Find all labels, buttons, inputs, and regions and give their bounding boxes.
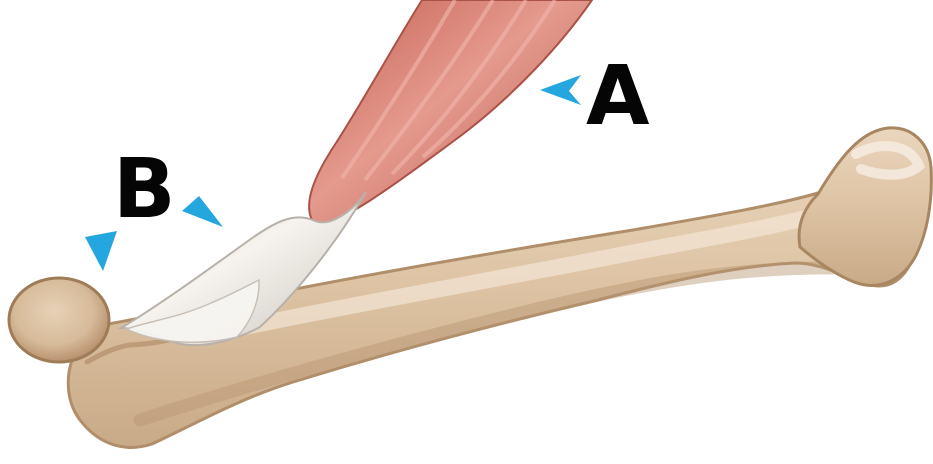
label-a: A xyxy=(586,49,650,144)
marker-a-icon xyxy=(540,75,581,105)
muscle-belly xyxy=(309,0,592,226)
label-b: B xyxy=(113,142,176,237)
bone-head xyxy=(9,278,109,362)
marker-b-lower-icon xyxy=(85,231,117,271)
marker-b-upper-icon xyxy=(182,196,223,227)
